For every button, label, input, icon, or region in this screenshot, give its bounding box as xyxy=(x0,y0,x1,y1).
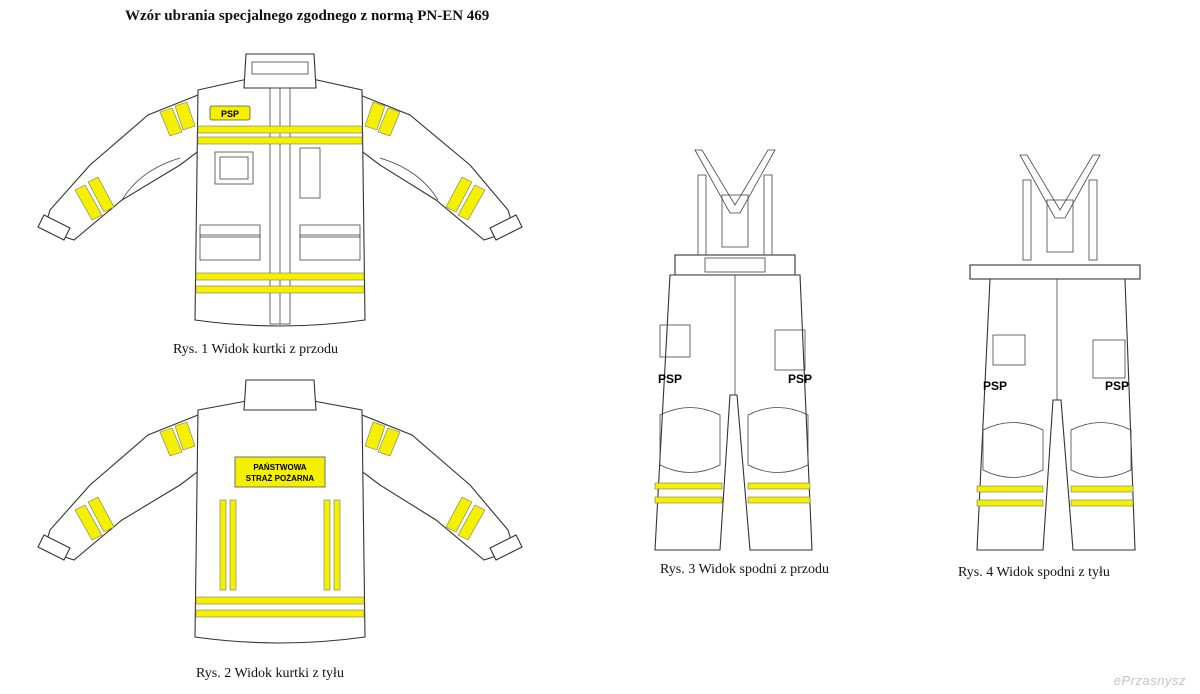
caption-rys4: Rys. 4 Widok spodni z tyłu xyxy=(958,565,1110,580)
caption-rys3: Rys. 3 Widok spodni z przodu xyxy=(660,562,829,577)
caption-rys1: Rys. 1 Widok kurtki z przodu xyxy=(173,342,339,357)
trousers-back-drawing: PSP PSP xyxy=(969,154,1141,551)
trousers-front-badge-left: PSP xyxy=(658,372,682,386)
psp-badge: PSP xyxy=(221,109,239,119)
trousers-front-drawing: PSP PSP xyxy=(654,149,813,551)
watermark: ePrzasnysz xyxy=(1113,673,1186,688)
sleeve-reflective-stripes xyxy=(74,101,486,221)
trousers-front-badge-right: PSP xyxy=(788,372,812,386)
back-sleeve-stripes xyxy=(74,421,486,541)
back-patch-line1: PAŃSTWOWA xyxy=(253,463,306,472)
caption-rys2: Rys. 2 Widok kurtki z tyłu xyxy=(196,666,344,681)
back-patch-line2: STRAŻ POŻARNA xyxy=(246,474,315,483)
page-title: Wzór ubrania specjalnego zgodnego z norm… xyxy=(125,8,490,24)
jacket-front-drawing: PSP xyxy=(37,53,523,327)
jacket-back-drawing: PAŃSTWOWA STRAŻ POŻARNA xyxy=(37,379,523,644)
trousers-back-badge-left: PSP xyxy=(983,379,1007,393)
trousers-back-badge-right: PSP xyxy=(1105,379,1129,393)
